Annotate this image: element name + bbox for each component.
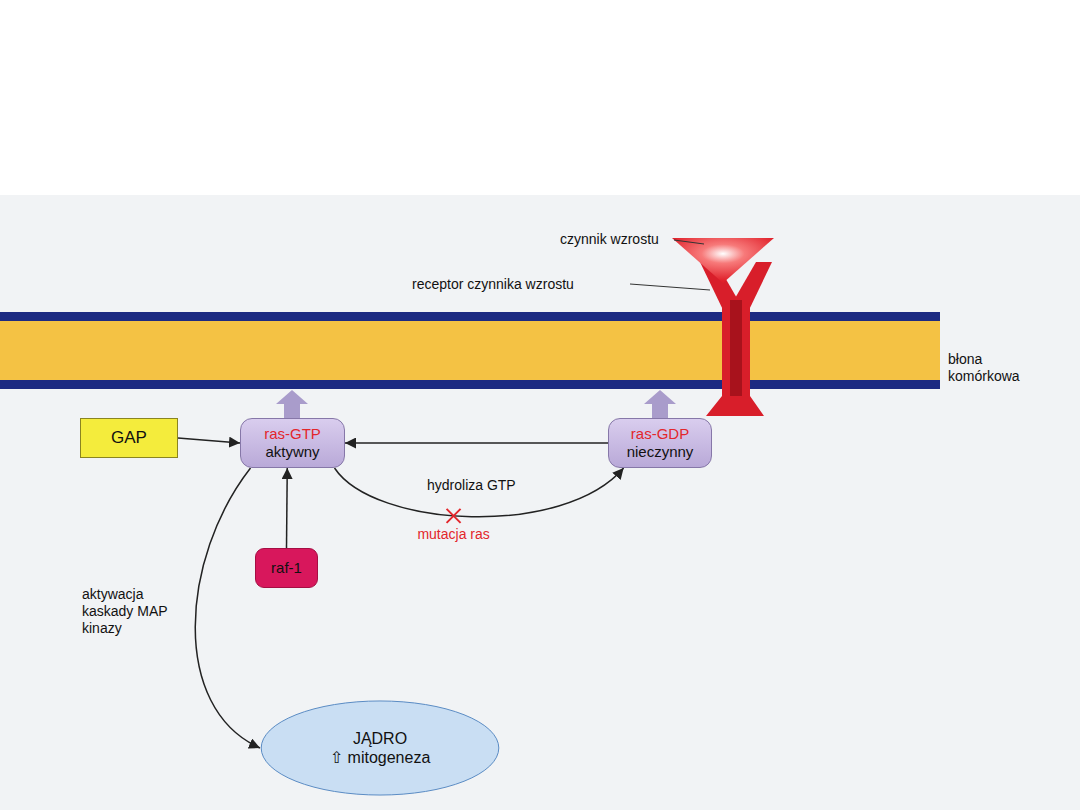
membrane-core — [0, 321, 940, 380]
box-text: nieczynny — [627, 443, 694, 461]
connector-arrow — [335, 468, 624, 517]
membrane-outer-line — [0, 312, 940, 321]
box-text-group: raf-1 — [271, 559, 302, 577]
ras-active-box: ras-GTPaktywny — [240, 418, 345, 468]
growth-factor-label: czynnik wzrostu — [560, 231, 659, 248]
box-text: ras-GTP — [264, 425, 321, 443]
connector-arrow — [286, 468, 288, 548]
page-ground — [0, 195, 1080, 810]
ras-inactive-box: ras-GDPnieczynny — [608, 418, 712, 468]
mutation-label: mutacja ras — [417, 526, 489, 543]
edge-label: hydroliza GTP — [425, 477, 518, 494]
box-text-group: ras-GDPnieczynny — [627, 425, 694, 461]
membrane-anchor-arrow — [644, 390, 676, 418]
raf-box: raf-1 — [255, 548, 318, 588]
box-text-group: JĄDRO⇧ mitogeneza — [330, 729, 431, 767]
box-text: GAP — [111, 428, 147, 448]
growth-factor-triangle — [672, 238, 774, 283]
membrane-inner-line — [0, 380, 940, 389]
mutation-cross — [447, 509, 461, 523]
leader-line — [630, 284, 710, 290]
nucleus-outline — [260, 700, 500, 796]
receptor-label: receptor czynnika wzrostu — [412, 276, 574, 293]
connector-arrow — [345, 442, 608, 444]
gap-box: GAP — [80, 418, 178, 458]
box-text: ⇧ mitogeneza — [330, 748, 431, 767]
membrane-label: błona komórkowa — [948, 351, 1038, 385]
membrane-anchor-arrow — [276, 390, 308, 418]
connector-arrow — [195, 468, 260, 748]
receptor-shape — [700, 262, 772, 416]
box-text: raf-1 — [271, 559, 302, 577]
connector-arrow — [178, 438, 240, 443]
box-text: ras-GDP — [627, 425, 694, 443]
box-text-group: ras-GTPaktywny — [264, 425, 321, 461]
edge-label: aktywacja kaskady MAP kinazy — [80, 586, 170, 636]
box-text: JĄDRO — [330, 729, 431, 748]
box-text-group: GAP — [111, 428, 147, 448]
leader-line — [674, 240, 704, 244]
nucleus-ellipse: JĄDRO⇧ mitogeneza — [260, 700, 500, 796]
box-text: aktywny — [264, 443, 321, 461]
